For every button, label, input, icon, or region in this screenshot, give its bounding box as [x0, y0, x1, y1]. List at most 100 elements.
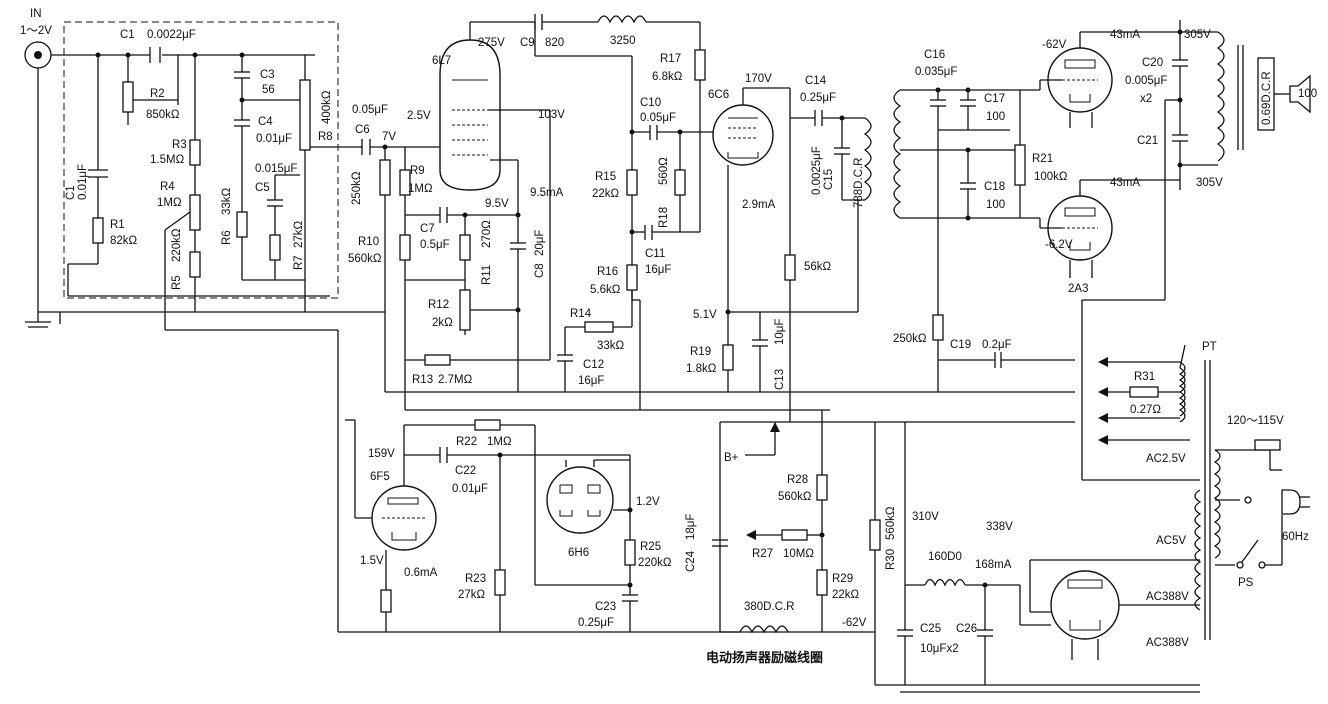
- power-switch-label: PS: [1238, 577, 1254, 589]
- resistor-r27: [781, 529, 808, 541]
- r1-value: 82kΩ: [110, 235, 138, 247]
- resistor-r16: [626, 264, 638, 291]
- resistor-250k: [379, 159, 391, 196]
- c6-ref: C6: [355, 124, 370, 136]
- tube-2a3-ref: 2A3: [1068, 283, 1088, 295]
- c6-value: 0.05μF: [352, 104, 388, 116]
- tube-6h6-ref: 6H6: [568, 547, 589, 559]
- resistor-r3: [189, 139, 201, 166]
- interstage-primary: [893, 89, 902, 219]
- input-level: 1～2V: [20, 25, 52, 37]
- r12-ref: R12: [428, 299, 449, 311]
- r4-value: 1MΩ: [157, 197, 182, 209]
- potentiometer-r8: [299, 79, 311, 151]
- caption-field-coil: 电动扬声器励磁线圈: [706, 650, 823, 665]
- c24-ref: C24: [685, 550, 697, 572]
- c18-value: 100: [986, 199, 1005, 211]
- tube-2a3-upper: [1047, 47, 1113, 113]
- neg-bias-voltage: -62V: [842, 617, 867, 629]
- cathode-v-6l7: 9.5V: [485, 198, 509, 210]
- mains-frequency: 60Hz: [1282, 531, 1309, 543]
- tube-6l7-ref: 6L7: [432, 55, 451, 67]
- c15-value: 0.0025μF: [811, 146, 823, 195]
- r23-value: 1MΩ: [487, 436, 512, 448]
- c1-ref: C1: [120, 29, 135, 41]
- c7-value: 0.5μF: [420, 239, 450, 251]
- r3-ref: R3: [172, 139, 187, 151]
- resistor-r31: [1129, 386, 1159, 398]
- resistor-r28: [816, 474, 828, 501]
- r9-ref: R9: [410, 165, 425, 177]
- c3-ref: C3: [260, 69, 275, 81]
- r10-value: 560kΩ: [348, 253, 382, 265]
- inductor-160: [924, 578, 966, 587]
- bus-wires: [25, 55, 1200, 693]
- bplus-label: B+: [724, 452, 739, 464]
- r1-ref: R1: [110, 219, 125, 231]
- c18-ref: C18: [984, 181, 1005, 193]
- cathode-6f5: 1.5V: [360, 555, 384, 567]
- tube-6c6-ref: 6C6: [708, 89, 729, 101]
- resistor-r18: [674, 169, 686, 196]
- c5-ref: C5: [255, 182, 270, 194]
- r15-value: 22kΩ: [592, 188, 620, 200]
- resistor-r7: [269, 234, 281, 261]
- potentiometer-r22: [1014, 144, 1026, 186]
- tube-6l7: 6L7: [432, 39, 501, 191]
- r2-value: 850kΩ: [146, 109, 180, 121]
- r14-ref: R14: [570, 308, 592, 320]
- c9-value: 820: [545, 37, 564, 49]
- c25-ref: C25: [920, 623, 941, 635]
- field-coil-380: [739, 625, 789, 634]
- screen-6l7: 103V: [538, 109, 565, 121]
- r21-value: 250kΩ: [893, 333, 927, 345]
- fuse: [1254, 439, 1281, 451]
- resistor-r14: [584, 321, 614, 333]
- winding-ac388v-b: AC388V: [1146, 637, 1189, 649]
- r19-value: 1.8kΩ: [686, 363, 717, 375]
- speaker-value: 100: [1298, 88, 1317, 100]
- c22-ref: C22: [455, 465, 476, 477]
- rect-plate-v: 310V: [912, 511, 939, 523]
- current-2a3-upper: 43mA: [1110, 29, 1140, 41]
- r3-value: 1.5MΩ: [150, 154, 185, 166]
- resistor-r1: [92, 217, 104, 244]
- resistor-r4: [189, 194, 201, 231]
- c13-ref: C13: [774, 369, 786, 390]
- resistor-56k: [784, 254, 796, 281]
- r23-ref: R22: [456, 436, 477, 448]
- input-jack: IN 1～2V: [20, 8, 52, 69]
- c19-value: 0.2μF: [982, 339, 1012, 351]
- r28-ref: R28: [787, 474, 808, 486]
- r31-value: 0.27Ω: [1130, 404, 1161, 416]
- resistor-r25: [494, 569, 506, 596]
- speaker-icon: [1289, 74, 1311, 114]
- cap-c1-series: C1 0.0022μF: [120, 29, 196, 63]
- r6-value: 33kΩ: [221, 187, 233, 215]
- resistor-r29: [816, 569, 828, 596]
- c4-ref: C4: [258, 116, 273, 128]
- c3-value: 56: [262, 84, 275, 96]
- r31-ref: R31: [1134, 371, 1155, 383]
- coil-788-value: 788D.C.R: [853, 158, 865, 209]
- c1b-value: 0.01μF: [77, 164, 89, 200]
- choke-3250-value: 3250: [610, 35, 636, 47]
- c26-ref: C26: [956, 623, 977, 635]
- r13-value: 2.7MΩ: [438, 374, 473, 386]
- pt-secondary-winding: [1194, 489, 1202, 611]
- r11-value: 270Ω: [481, 220, 493, 248]
- c17-ref: C17: [984, 93, 1005, 105]
- c22-value: 0.01μF: [452, 483, 488, 495]
- r8-ref: R8: [318, 131, 333, 143]
- r25-value: 27kΩ: [458, 589, 486, 601]
- c1-value: 0.0022μF: [147, 29, 196, 41]
- r14-value: 33kΩ: [597, 340, 625, 352]
- resistor-r6: [236, 211, 248, 238]
- resistor-r5: [189, 251, 201, 278]
- r56k-value: 56kΩ: [804, 261, 832, 273]
- r16-value: 5.6kΩ: [590, 284, 621, 296]
- r11-ref: R11: [481, 265, 493, 285]
- r9-value: 1MΩ: [408, 183, 433, 195]
- plate-6f5: 159V: [368, 448, 395, 460]
